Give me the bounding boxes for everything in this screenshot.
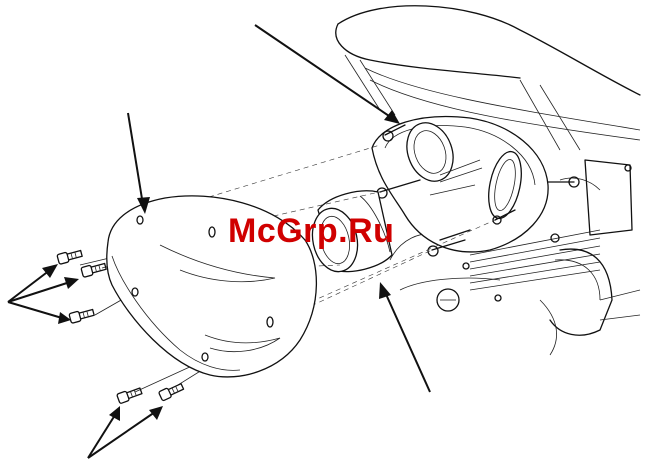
air-cleaner-housing (372, 116, 548, 256)
air-filter-element (307, 191, 392, 276)
arrow-screw-1 (8, 270, 50, 302)
arrow-screw-3 (8, 302, 62, 318)
screw-icon (158, 382, 184, 401)
arrow-housing (255, 25, 392, 118)
screw-icon (69, 308, 95, 324)
arrow-screw-2 (8, 282, 70, 302)
screw-icon (57, 249, 83, 265)
arrow-element (385, 292, 430, 392)
arrow-screw-4 (88, 415, 115, 458)
arrow-cover (128, 113, 143, 205)
screw-icon (117, 386, 143, 404)
arrow-screw-5 (88, 412, 155, 458)
air-cleaner-cover (107, 196, 317, 377)
